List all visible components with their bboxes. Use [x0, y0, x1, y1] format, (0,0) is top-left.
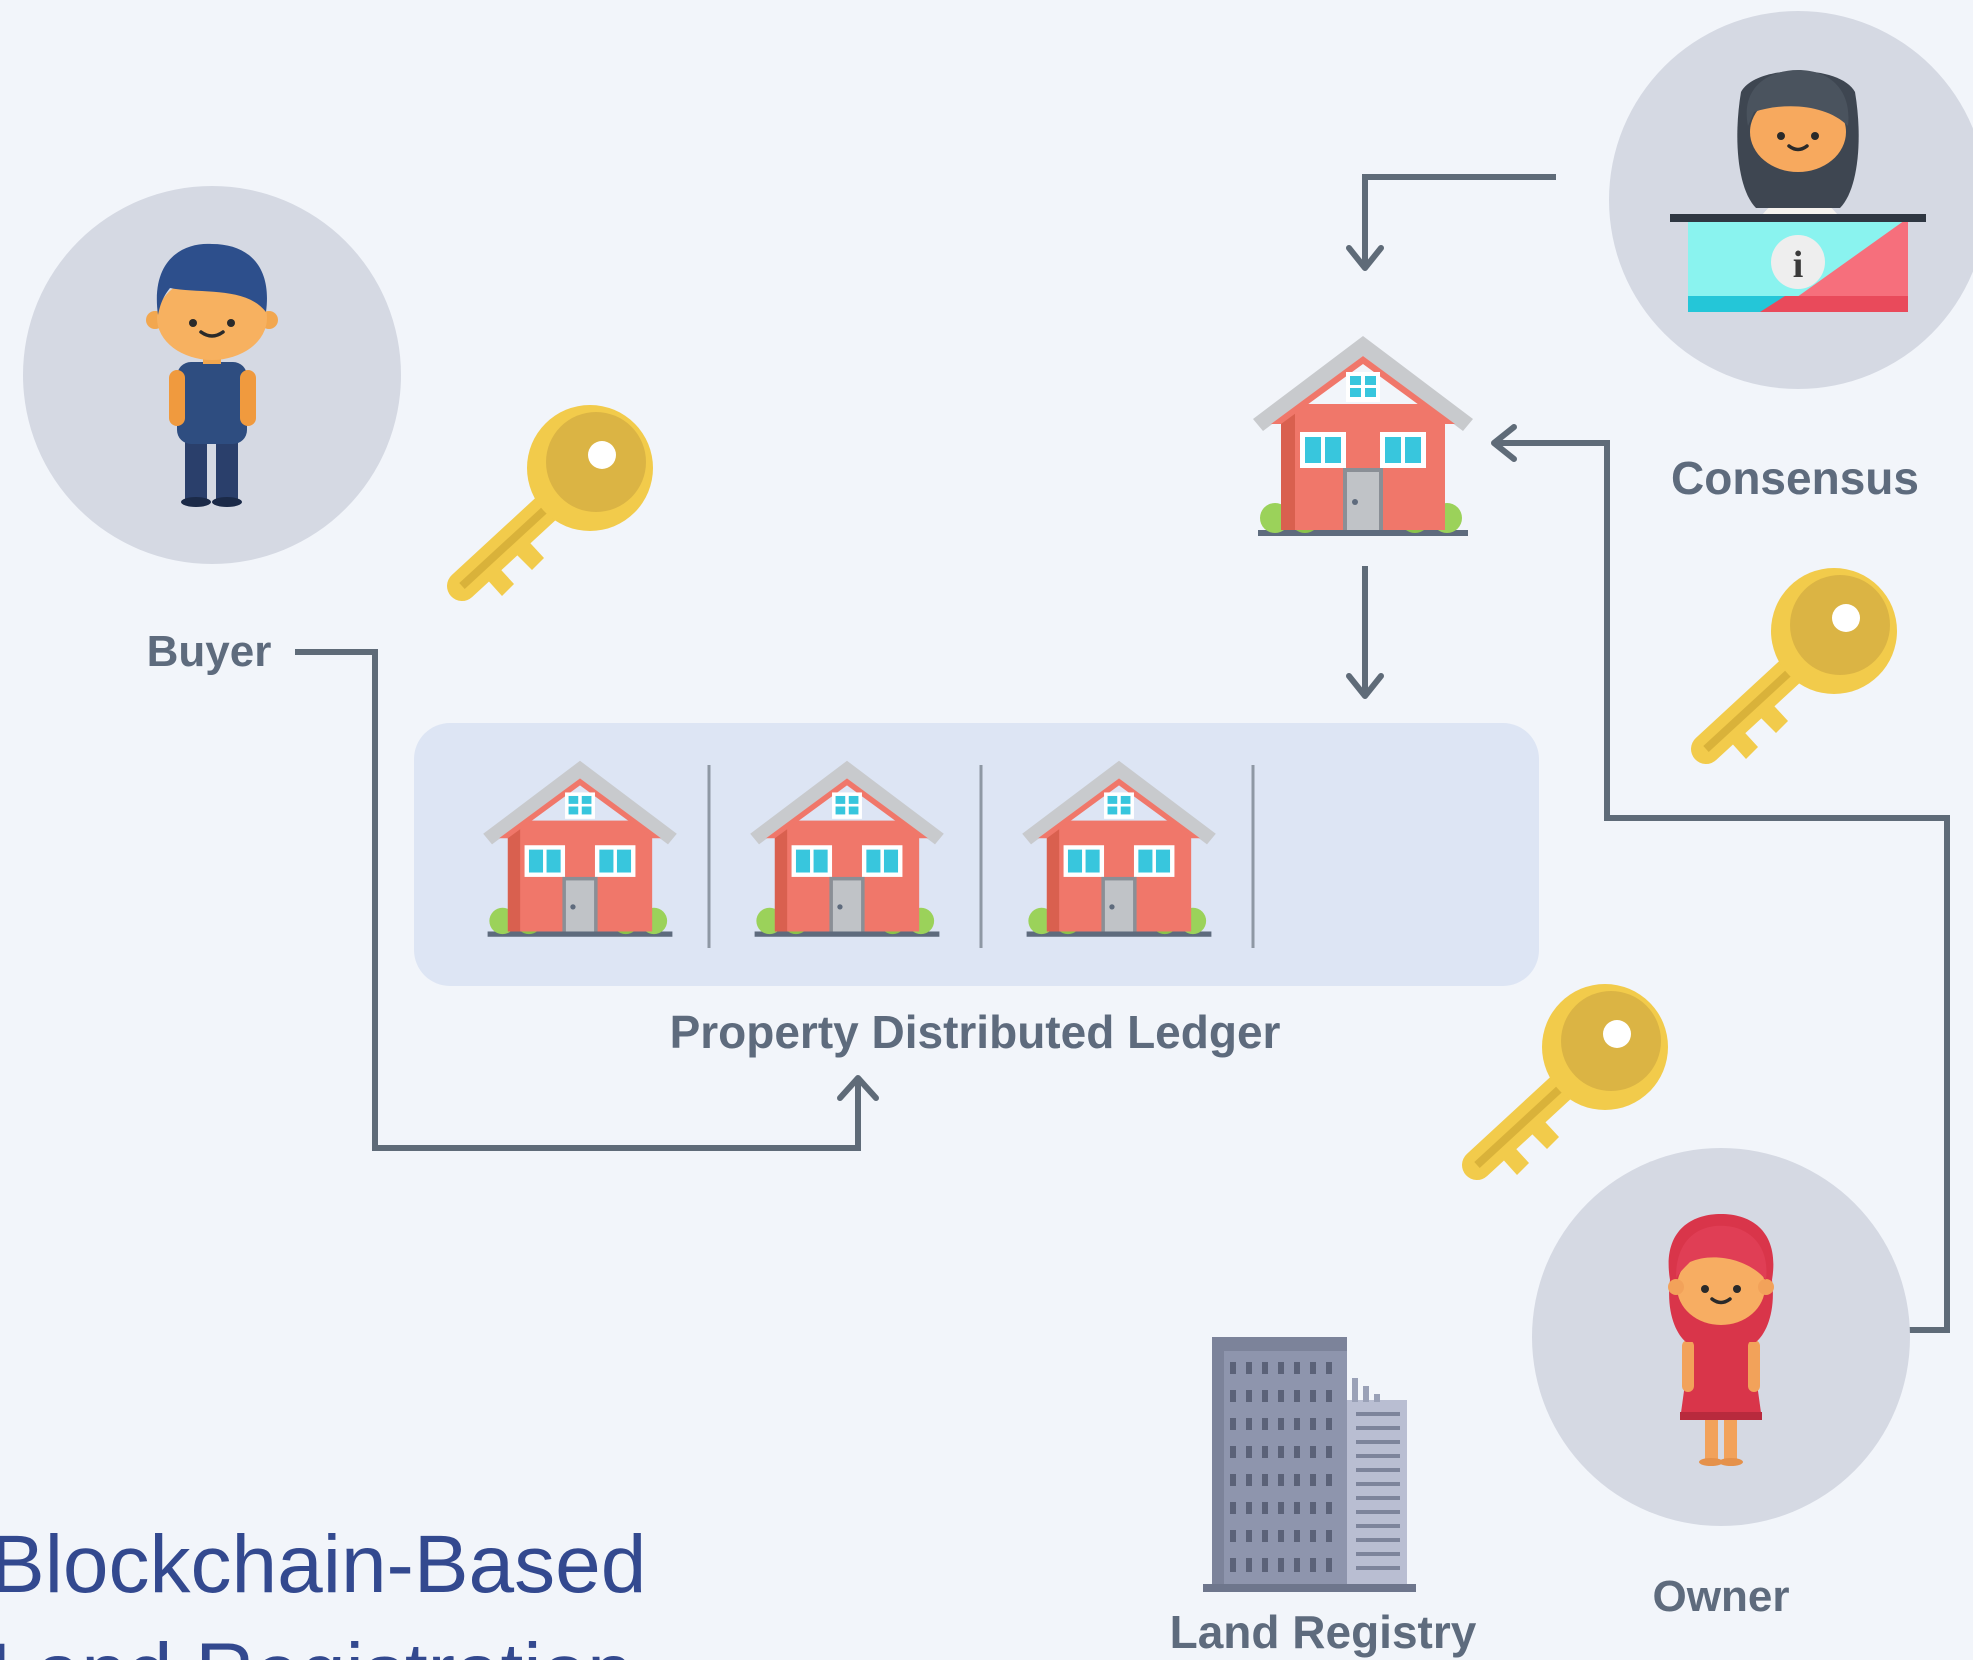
svg-text:i: i — [1793, 244, 1804, 286]
page-title-line1: Blockchain-Based — [0, 1519, 646, 1610]
consensus-clerk-icon: i — [1670, 70, 1926, 312]
buyer-to-ledger-arrowhead — [837, 1075, 879, 1101]
buyer-avatar-icon — [146, 243, 278, 507]
land-registry-label: Land Registry — [1170, 1606, 1477, 1658]
buyer-label: Buyer — [147, 627, 272, 676]
page-title-line2: Land Registration — [0, 1627, 633, 1660]
key-icon — [462, 405, 653, 596]
owner-avatar-icon — [1668, 1214, 1774, 1466]
key-icon — [1706, 568, 1897, 759]
consensus-to-house-arrowhead — [1346, 245, 1384, 271]
owner-to-house-arrowhead — [1491, 424, 1517, 462]
house-icon — [1253, 336, 1473, 536]
ledger-label: Property Distributed Ledger — [670, 1006, 1281, 1058]
owner-to-house-connector — [1496, 440, 1950, 1333]
owner-label: Owner — [1653, 1572, 1790, 1621]
office-building-icon — [1203, 1337, 1416, 1592]
buyer-to-ledger-connector — [295, 649, 861, 1151]
ledger-box — [414, 723, 1539, 986]
consensus-to-house-connector — [1362, 174, 1556, 264]
key-icon — [1477, 984, 1668, 1175]
house-to-ledger-arrowhead — [1346, 673, 1384, 699]
consensus-label: Consensus — [1671, 452, 1919, 504]
